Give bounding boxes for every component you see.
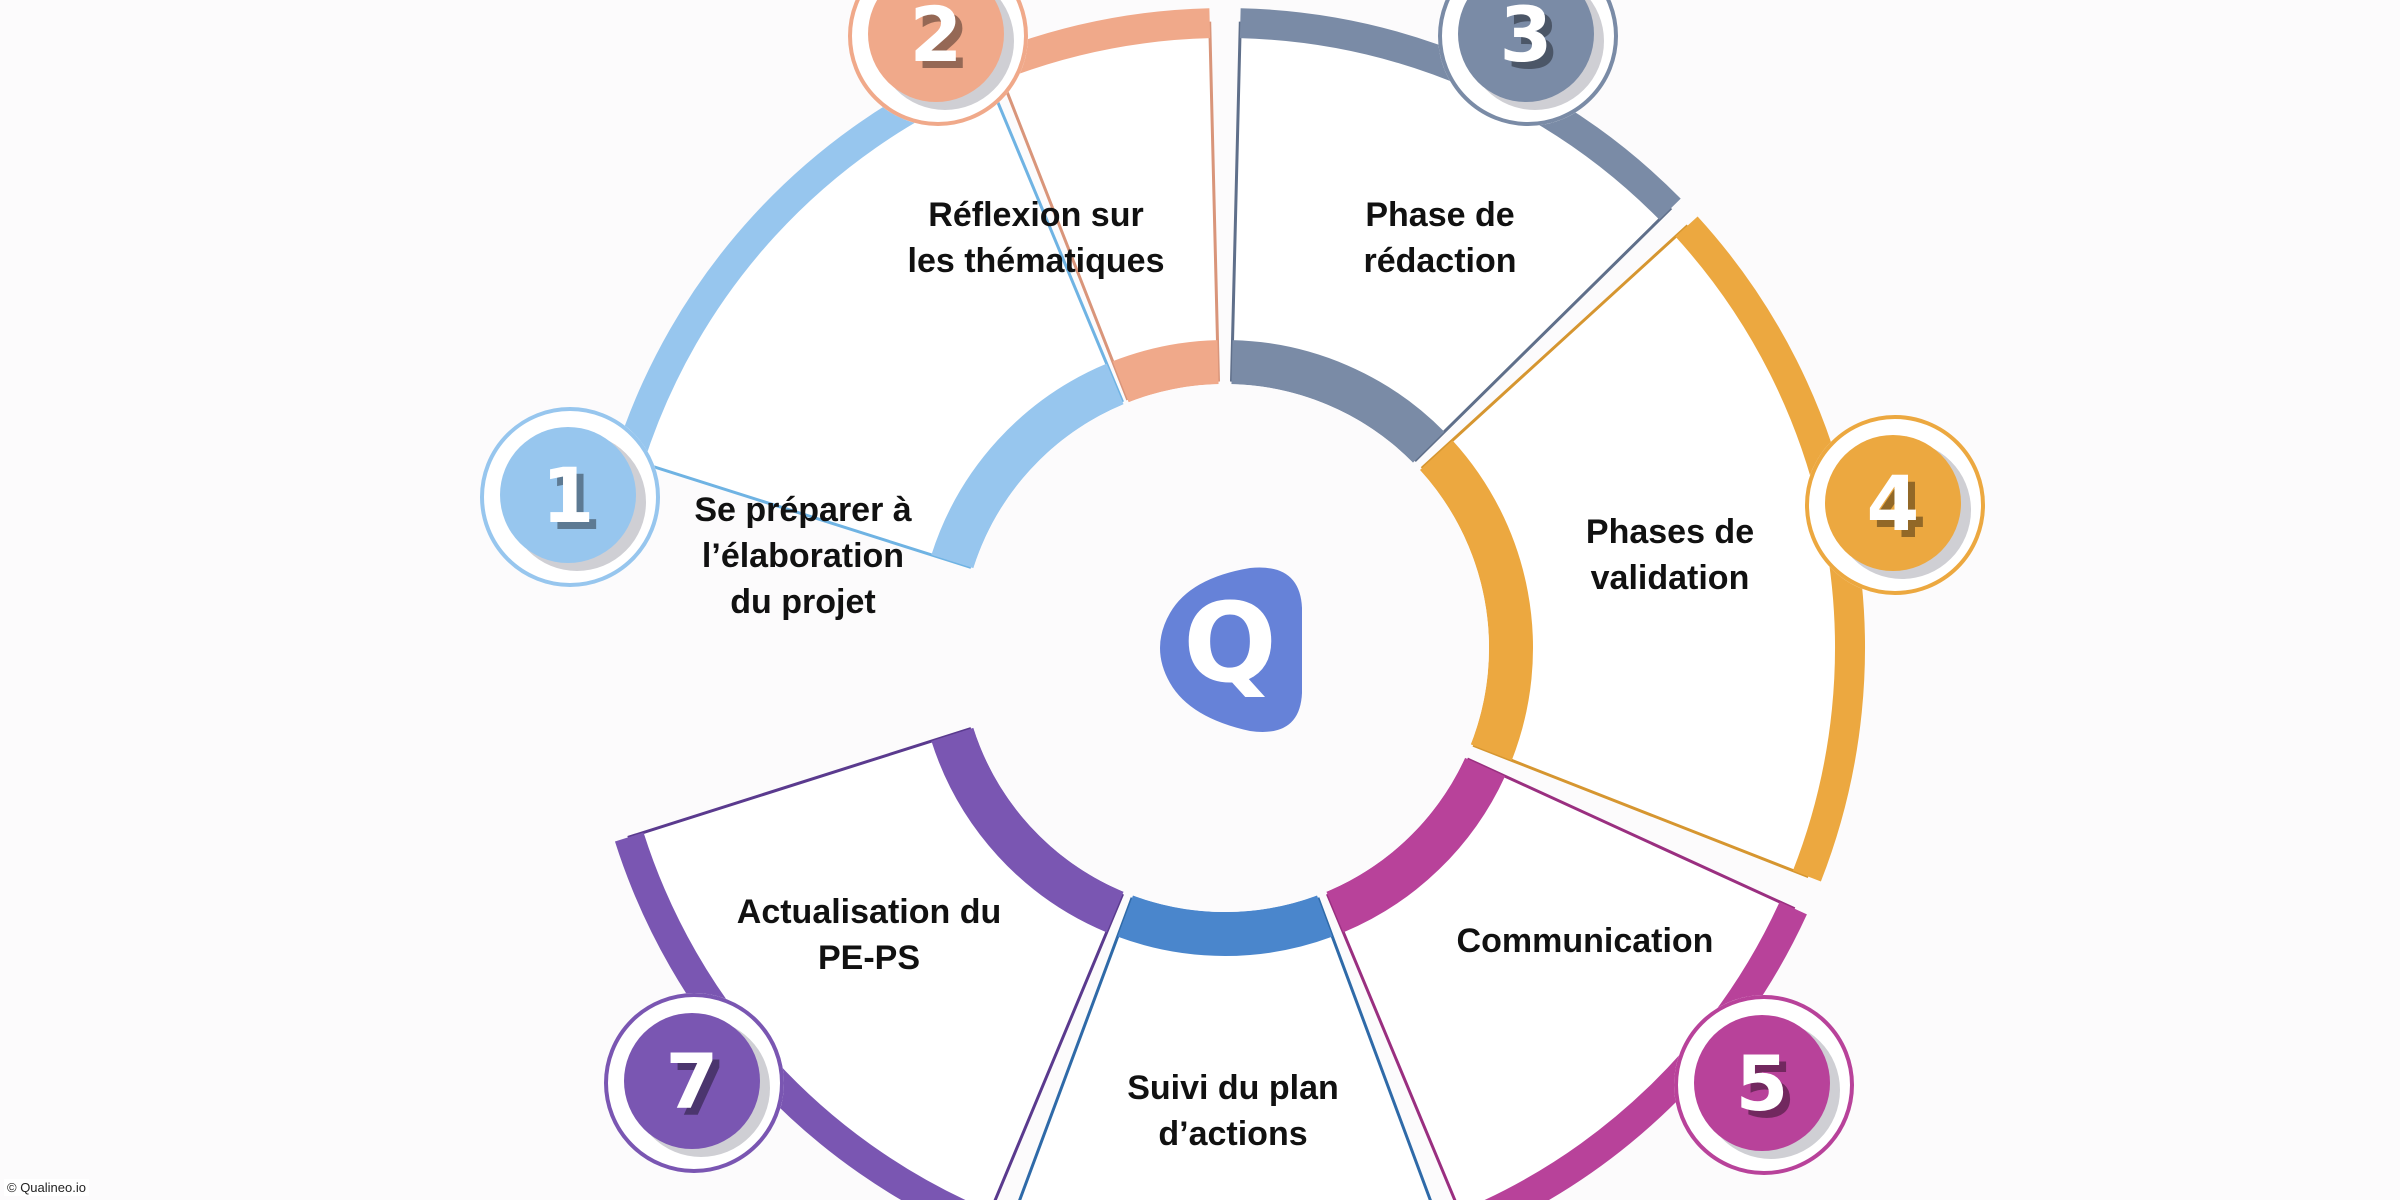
badge-disc: 5 [1694,1015,1830,1151]
step-number: 3 [1499,0,1553,79]
hub-ring-arc [931,727,1124,933]
step-badge-2: 2 [848,0,1028,126]
badge-disc: 4 [1825,435,1961,571]
hub-ring-arc [1112,340,1219,403]
segment-label-step-1: Se préparer à l’élaboration du projet [694,491,912,621]
segment-step-6 [1018,895,1432,1200]
logo-letter: Q [1183,579,1277,707]
hub-ring-arc [1326,757,1506,933]
outer-ring-arc [1484,901,1807,1200]
badge-disc: 1 [500,427,636,563]
step-number: 2 [909,0,963,79]
hub-ring-arc [1419,440,1533,761]
step-badge-5: 5 [1674,995,1854,1175]
segment-label-step-2: Réflexion sur les thématiques [907,196,1165,280]
segment-label-step-4: Phases de validation [1585,513,1755,597]
segment-label-step-3: Phase de rédaction [1363,196,1517,280]
segment-label-step-7: Actualisation du PE-PS [736,893,1002,977]
badge-disc: 7 [624,1013,760,1149]
copyright-notice: © Qualineo.io [4,1179,89,1196]
step-badge-4: 4 [1805,415,1985,595]
segment-step-7 [614,727,1124,1200]
hub-ring-arc [1231,340,1445,463]
segment-step-5 [1326,757,1807,1200]
step-number: 4 [1866,458,1920,548]
step-badge-1: 1 [480,407,660,587]
segment-label-step-5: Communication [1456,922,1714,960]
step-badge-7: 7 [604,993,784,1173]
step-number: 5 [1735,1038,1789,1128]
logo-triangle-shape [1160,567,1302,732]
step-number: 7 [665,1036,719,1126]
segment-step-3 [1230,8,1681,463]
step-number: 1 [541,450,595,540]
hub-ring-arc [931,363,1124,569]
hub-ring-arc [1117,895,1333,956]
qualineo-q-logo-icon: Q [1160,567,1302,732]
segment-label-step-6: Suivi du plan d’actions [1127,1069,1339,1153]
